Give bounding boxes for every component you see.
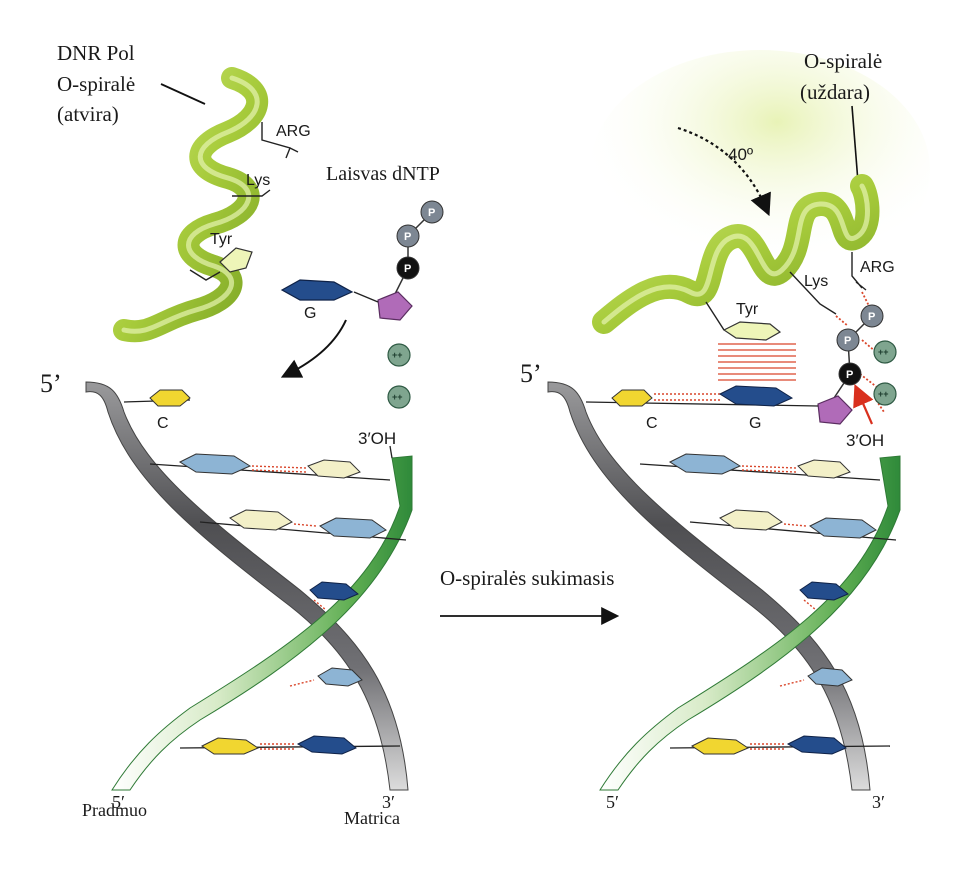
label-free-dntp: Laisvas dNTP xyxy=(326,163,440,185)
phosphate-alpha-right xyxy=(838,362,862,386)
g-sugar-link xyxy=(353,291,379,303)
label-tyr: Tyr xyxy=(210,231,233,248)
tyr-ring xyxy=(219,247,253,273)
label-5prime-top-right: 5’ xyxy=(520,359,542,388)
label-5prime-top: 5’ xyxy=(40,369,62,398)
label-3oh: 3′OH xyxy=(358,429,396,448)
metal-ion-1: ++ xyxy=(387,343,411,367)
title-pointer-line-right xyxy=(851,105,859,183)
arg-sidechain-right xyxy=(851,252,867,291)
phosphate-gamma-right xyxy=(860,304,884,328)
rotation-dotted-arrow xyxy=(677,126,771,217)
phosphate-alpha-right-label: P xyxy=(846,369,853,381)
dntp-pentose xyxy=(377,291,413,321)
dntp-incoming-arrow xyxy=(280,319,347,378)
title-dnr-pol: DNR Pol xyxy=(57,41,135,65)
interaction-dotted-lines xyxy=(835,291,885,413)
label-c: C xyxy=(157,415,169,432)
label-3prime-bottom: 3′ xyxy=(382,792,395,812)
dntp-pentose-right xyxy=(817,395,853,425)
tyr-ring-right xyxy=(722,321,782,341)
lys-sidechain-right xyxy=(789,271,837,315)
label-3oh-right: 3′OH xyxy=(846,431,884,450)
label-pradmuo: Pradmuo xyxy=(82,800,147,820)
oh-bond xyxy=(389,445,393,459)
phosphate-alpha-label: P xyxy=(404,263,411,275)
label-rotation: O-spiralės sukimasis xyxy=(440,566,614,590)
svg-text:++: ++ xyxy=(392,392,403,402)
metal-ion-2: ++ xyxy=(387,385,411,409)
phosphate-gamma-right-label: P xyxy=(868,311,875,323)
svg-text:++: ++ xyxy=(392,350,403,360)
phosphate-gamma-label: P xyxy=(428,207,435,219)
phosphate-beta-right xyxy=(836,328,860,352)
template-strand-right xyxy=(547,381,871,791)
phosphate-beta xyxy=(396,224,420,248)
label-c-right: C xyxy=(646,415,658,432)
left-panel: DNR Pol O-spiralė (atvira) ARG Lys Tyr L… xyxy=(40,41,444,828)
title-o-spirale: O-spiralė xyxy=(57,72,135,96)
primer-strand-right xyxy=(599,455,901,791)
svg-text:++: ++ xyxy=(878,389,889,399)
stacking-interaction xyxy=(718,343,796,381)
dntp-base-g xyxy=(280,279,354,301)
template-strand xyxy=(85,381,409,791)
right-panel: O-spiralė (uždara) 40º ARG Lys Tyr xyxy=(520,49,930,812)
label-5prime-bottom-right: 5′ xyxy=(606,792,619,812)
phosphate-alpha xyxy=(396,256,420,280)
lys-sidechain xyxy=(232,189,271,197)
label-3prime-bottom-right: 3′ xyxy=(872,792,885,812)
label-5prime-bottom: 5′ xyxy=(112,792,125,812)
label-tyr-right: Tyr xyxy=(736,301,759,318)
middle-transition: O-spiralės sukimasis xyxy=(440,566,620,625)
title-o-spirale-right: O-spiralė xyxy=(804,49,882,73)
metal-ion-right-2: ++ xyxy=(873,382,897,406)
label-arg: ARG xyxy=(276,123,311,140)
label-arg-right: ARG xyxy=(860,259,895,276)
nucleophilic-attack-arrow xyxy=(853,383,874,425)
primer-strand xyxy=(111,455,413,791)
title-pointer-line xyxy=(160,83,206,105)
title-atvira: (atvira) xyxy=(57,102,119,126)
arg-sidechain xyxy=(261,122,299,159)
label-40deg: 40º xyxy=(728,145,753,164)
svg-text:++: ++ xyxy=(878,347,889,357)
phosphate-beta-label: P xyxy=(404,231,411,243)
label-g-right: G xyxy=(749,415,761,432)
label-matrica: Matrica xyxy=(344,808,400,828)
tyr-sidechain xyxy=(189,269,221,281)
base-pairs-left xyxy=(123,389,407,755)
label-lys-right: Lys xyxy=(804,273,828,290)
o-helix-open xyxy=(113,67,269,343)
title-uzdara: (uždara) xyxy=(800,80,870,104)
tyr-sidechain-right xyxy=(705,301,725,331)
phosphate-beta-right-label: P xyxy=(844,335,851,347)
base-pairs-right xyxy=(585,385,897,755)
phosphate-gamma xyxy=(420,200,444,224)
metal-ion-right-1: ++ xyxy=(873,340,897,364)
o-helix-closed xyxy=(592,174,880,334)
label-g: G xyxy=(304,305,316,322)
label-lys: Lys xyxy=(246,172,270,189)
